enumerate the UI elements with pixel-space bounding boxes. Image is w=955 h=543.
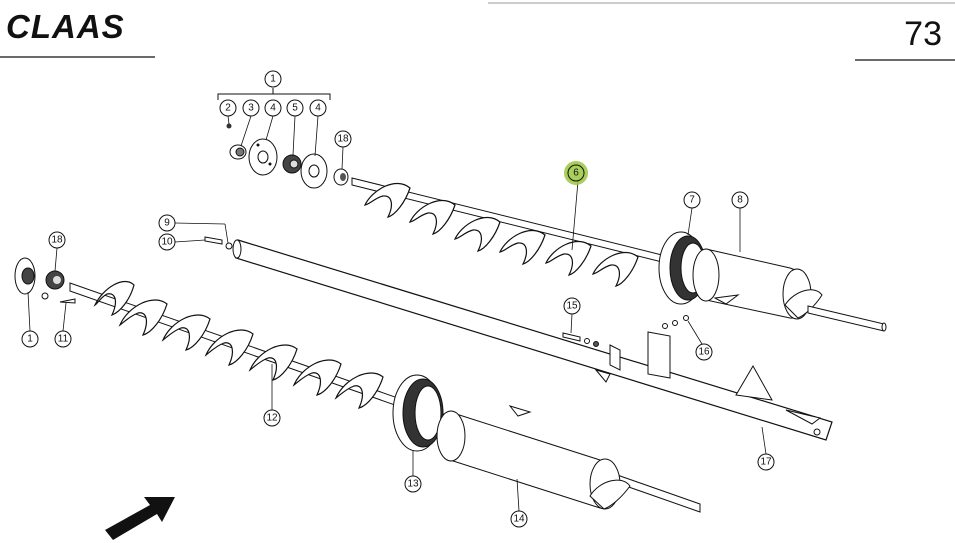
part-bracket-plate	[647, 331, 671, 379]
svg-text:14: 14	[513, 514, 525, 525]
svg-text:7: 7	[689, 195, 695, 206]
callout-12: 12	[263, 409, 281, 427]
svg-text:18: 18	[51, 235, 63, 246]
svg-text:16: 16	[698, 347, 710, 358]
callout-14: 14	[510, 510, 528, 528]
direction-arrow-icon	[105, 497, 175, 540]
header: CLAAS 73	[0, 2, 955, 61]
callouts: 1 2 3 4 5 4 18 6	[21, 70, 775, 528]
cross-tube-17	[232, 239, 833, 441]
hardware	[204, 236, 689, 347]
callout-5: 5	[286, 99, 304, 117]
callout-8: 8	[731, 191, 749, 209]
svg-text:11: 11	[58, 334, 69, 345]
part-12-flights	[93, 280, 384, 409]
svg-text:4: 4	[270, 103, 276, 114]
svg-text:4: 4	[315, 103, 321, 114]
callout-13: 13	[404, 475, 422, 493]
callout-16: 16	[695, 343, 713, 361]
svg-text:18: 18	[337, 134, 349, 145]
svg-text:17: 17	[760, 457, 772, 468]
svg-text:9: 9	[164, 218, 170, 229]
svg-text:8: 8	[737, 195, 743, 206]
callout-4: 4	[264, 99, 282, 117]
upper-shaft-end	[807, 305, 885, 332]
callout-10: 10	[158, 233, 176, 251]
callout-7: 7	[683, 191, 701, 209]
page-number: 73	[904, 15, 942, 53]
lower-auger	[14, 257, 701, 513]
svg-text:15: 15	[566, 301, 578, 312]
part-6-flights	[363, 182, 639, 287]
svg-text:10: 10	[161, 237, 173, 248]
callout-2: 2	[219, 99, 237, 117]
callout-15: 15	[563, 297, 581, 315]
svg-text:3: 3	[248, 103, 254, 114]
callout-18-top: 18	[334, 130, 352, 148]
svg-text:1: 1	[270, 74, 276, 85]
callout-6-highlighted: 6	[564, 161, 588, 185]
callout-9: 9	[158, 214, 176, 232]
leader-lines	[27, 115, 767, 512]
callout-1-top: 1	[264, 70, 282, 88]
bracket-item-1	[217, 88, 331, 100]
callout-3: 3	[242, 99, 260, 117]
svg-text:5: 5	[292, 103, 298, 114]
svg-text:6: 6	[573, 168, 579, 179]
part-2-nut	[226, 123, 232, 129]
svg-text:12: 12	[266, 413, 278, 424]
callout-18-lower: 18	[48, 231, 66, 249]
svg-text:1: 1	[27, 334, 33, 345]
svg-text:13: 13	[407, 479, 419, 490]
callout-17: 17	[757, 453, 775, 471]
callout-11: 11	[54, 330, 72, 348]
brand-logo: CLAAS	[6, 8, 125, 45]
upper-auger	[226, 123, 887, 332]
callout-4b: 4	[309, 99, 327, 117]
svg-text:2: 2	[225, 103, 231, 114]
callout-1-lower: 1	[21, 330, 39, 348]
